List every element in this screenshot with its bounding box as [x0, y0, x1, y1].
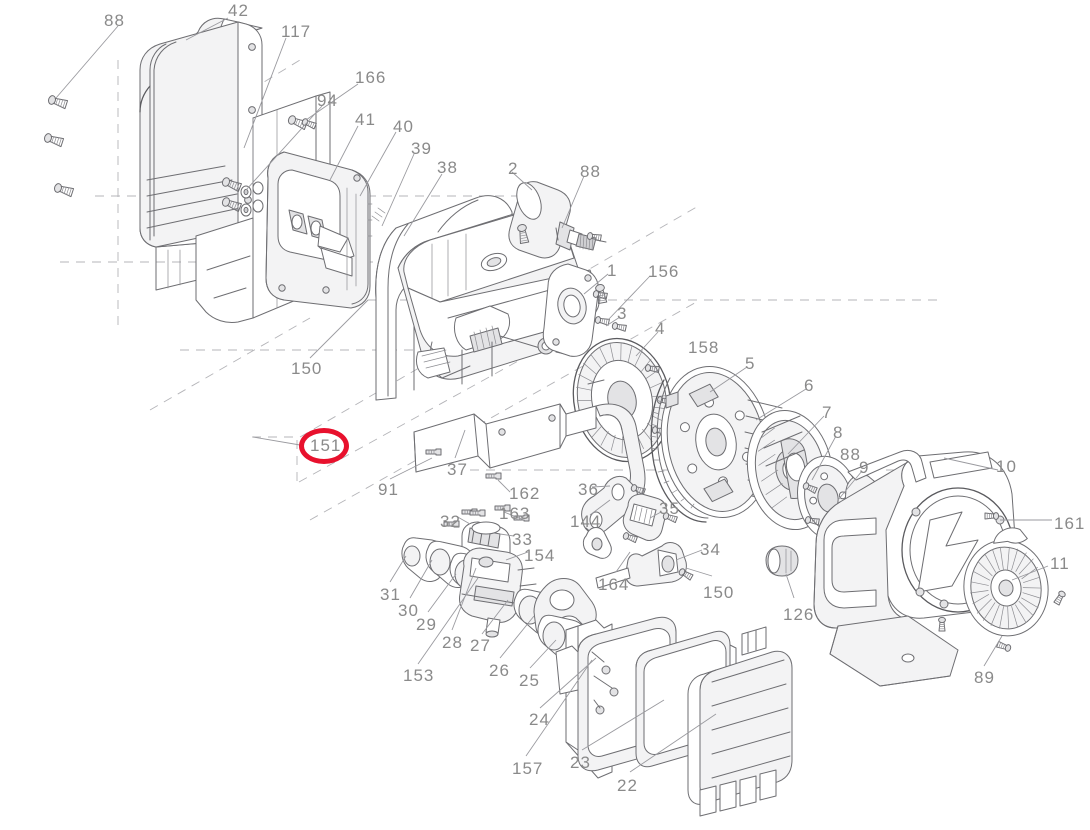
part-2-starter-motor — [508, 181, 607, 259]
callout-40: 40 — [393, 117, 414, 136]
part-22-air-filter-cover — [687, 626, 793, 817]
callout-88: 88 — [840, 445, 861, 464]
callout-29: 29 — [416, 615, 437, 634]
callout-30: 30 — [398, 601, 419, 620]
callout-32: 32 — [440, 512, 461, 531]
leader-lines — [55, 17, 1052, 773]
callout-153: 153 — [403, 666, 435, 685]
callout-41: 41 — [355, 110, 376, 129]
callout-94: 94 — [317, 91, 338, 110]
callout-150: 150 — [703, 583, 735, 602]
callout-9: 9 — [859, 458, 870, 477]
callout-162: 162 — [509, 484, 541, 503]
callout-117: 117 — [281, 22, 312, 41]
callout-150: 150 — [291, 359, 323, 378]
callout-4: 4 — [655, 319, 666, 338]
callout-161: 161 — [1054, 514, 1086, 533]
callout-166: 166 — [355, 68, 387, 87]
callout-164: 164 — [598, 575, 630, 594]
callout-22: 22 — [617, 776, 638, 795]
part-34-control-lever — [595, 542, 694, 589]
part-88-bolts-starter — [516, 223, 608, 305]
callout-34: 34 — [700, 540, 721, 559]
callout-89: 89 — [974, 668, 995, 687]
callout-7: 7 — [822, 403, 833, 422]
callout-38: 38 — [437, 158, 458, 177]
callout-151: 151 — [310, 436, 342, 455]
callout-158: 158 — [688, 338, 720, 357]
callout-156: 156 — [648, 262, 680, 281]
callout-25: 25 — [519, 671, 540, 690]
part-88-bolts-left — [42, 94, 75, 198]
callout-154: 154 — [524, 546, 556, 565]
callout-163: 163 — [499, 504, 531, 523]
part-11-recoil-starter — [963, 527, 1067, 653]
callout-28: 28 — [442, 633, 463, 652]
callout-39: 39 — [411, 139, 432, 158]
part-35-ignition-coil — [622, 493, 678, 541]
callout-33: 33 — [512, 530, 533, 549]
callout-27: 27 — [470, 636, 491, 655]
callout-2: 2 — [508, 159, 519, 178]
part-28-carburetor — [459, 547, 537, 638]
callout-1: 1 — [607, 261, 618, 280]
callout-157: 157 — [512, 759, 544, 778]
callout-91: 91 — [378, 480, 399, 499]
callout-3: 3 — [617, 304, 628, 323]
callout-42: 42 — [228, 1, 249, 20]
part-36-ignition-bracket — [581, 475, 646, 559]
callout-8: 8 — [833, 423, 844, 442]
callout-10: 10 — [996, 457, 1017, 476]
callout-23: 23 — [570, 753, 591, 772]
part-10-end-housing — [765, 449, 1017, 687]
callout-88: 88 — [104, 11, 125, 30]
callout-36: 36 — [578, 480, 599, 499]
callout-37: 37 — [447, 460, 468, 479]
callout-6: 6 — [804, 376, 815, 395]
callout-88: 88 — [580, 162, 601, 181]
callout-5: 5 — [745, 354, 756, 373]
callout-26: 26 — [489, 661, 510, 680]
callout-31: 31 — [380, 585, 401, 604]
callout-144: 144 — [570, 512, 602, 531]
part-42-engine-cover — [139, 17, 263, 291]
callout-24: 24 — [529, 710, 550, 729]
callout-126: 126 — [783, 605, 815, 624]
part-41-muffler-cover — [265, 151, 386, 309]
callout-11: 11 — [1050, 554, 1070, 573]
part-94-166-fasteners — [220, 114, 317, 217]
callout-35: 35 — [659, 499, 680, 518]
